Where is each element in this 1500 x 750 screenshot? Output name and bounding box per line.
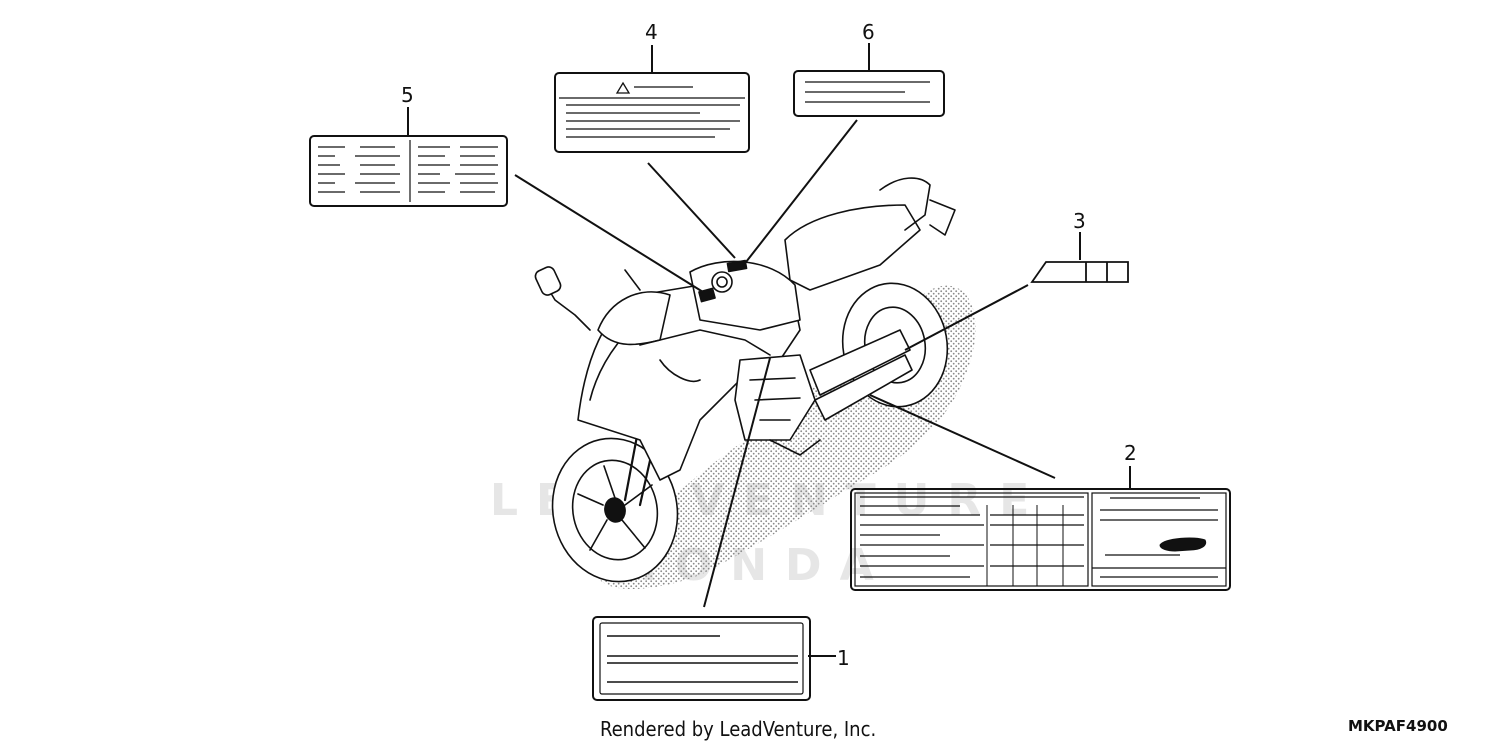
label-1-caution — [592, 616, 811, 701]
callout-1: 1 — [837, 646, 850, 670]
leader-line-1 — [703, 357, 771, 608]
callout-numbers: 1 2 3 4 5 6 — [401, 20, 1137, 670]
diagram-code: MKPAF4900 — [1348, 717, 1448, 735]
callout-6: 6 — [862, 20, 875, 44]
leader-line-2 — [869, 394, 1056, 479]
motorcycle-illustration — [534, 177, 956, 583]
leader-line-5 — [514, 174, 704, 293]
callout-4: 4 — [645, 20, 658, 44]
callout-5: 5 — [401, 83, 414, 107]
label-4-warning — [554, 72, 750, 153]
warning-triangle-icon — [615, 81, 631, 94]
leader-line-4 — [647, 162, 736, 259]
leader-line-6 — [745, 119, 858, 263]
callout-2: 2 — [1124, 441, 1137, 465]
leader-lines — [407, 43, 1131, 657]
rendered-by-credit: Rendered by LeadVenture, Inc. — [600, 717, 877, 741]
label-3-small — [1030, 261, 1129, 283]
callout-3: 3 — [1073, 209, 1086, 233]
label-6-info — [793, 70, 945, 117]
label-mark-4-6 — [726, 259, 748, 273]
leader-line-3 — [904, 284, 1029, 351]
tire-icon — [1159, 537, 1207, 552]
label-2-tire-info — [850, 488, 1231, 591]
label-5-info-table — [309, 135, 508, 207]
